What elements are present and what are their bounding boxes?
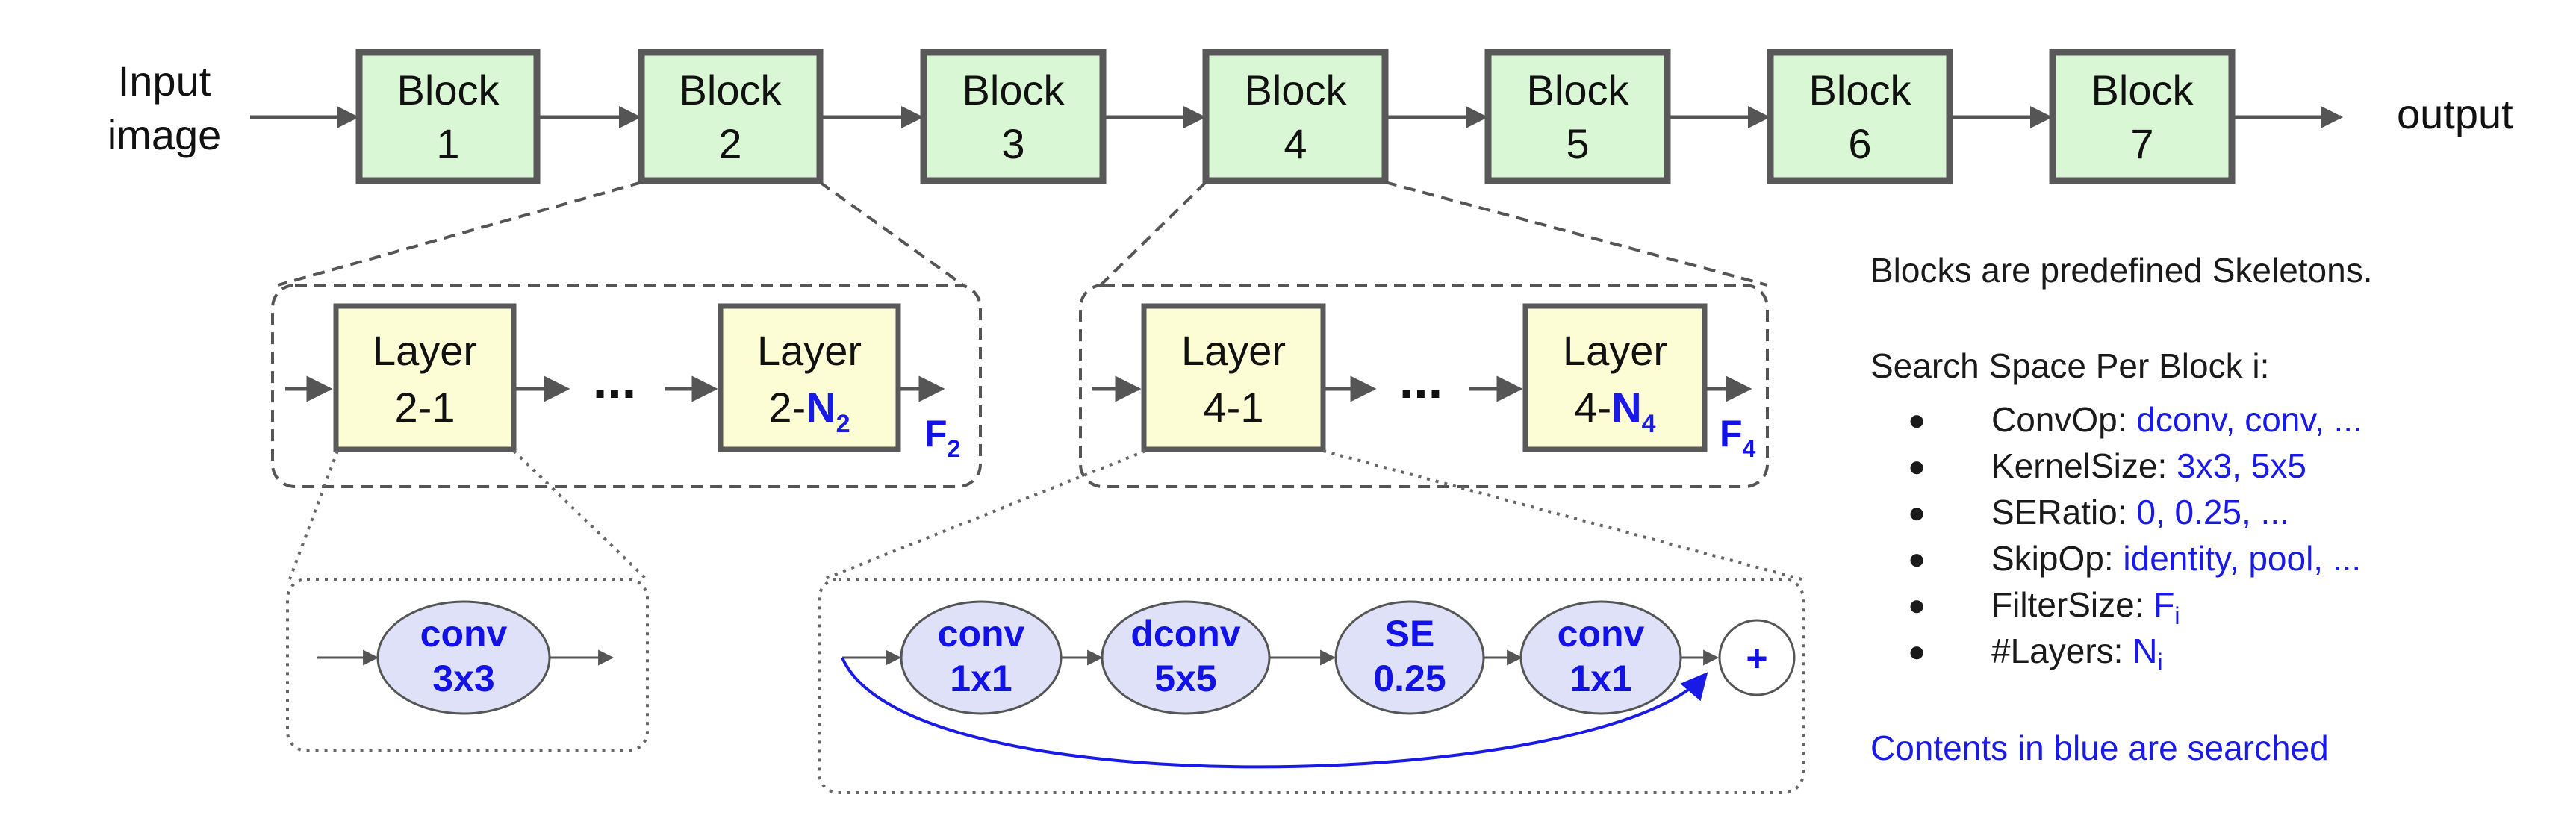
layer-4-1-title: Layer: [1181, 327, 1286, 374]
block-2-title: Block: [679, 66, 783, 113]
op-conv-1x1-project-line2: 1x1: [1569, 658, 1631, 699]
block4-filter-letter: F: [1720, 413, 1743, 455]
legend-item-convop-value: dconv, conv, ...: [2136, 400, 2362, 439]
block2-filter-letter: F: [924, 413, 948, 455]
bullet-icon: ●: [1908, 404, 1926, 437]
op-conv-1x1-project: conv 1x1: [1519, 600, 1682, 715]
op-conv-1x1-expand: conv 1x1: [900, 600, 1063, 715]
op-conv-1x1-expand-line2: 1x1: [950, 658, 1012, 699]
legend-item-convop-label: ConvOp:: [1991, 400, 2137, 439]
layer-2-1-title: Layer: [373, 327, 477, 374]
block-1: Block 1: [355, 49, 541, 184]
legend-item-layers-label: #Layers:: [1991, 631, 2133, 670]
block4-zoom-lines: [1099, 181, 1768, 287]
layer-4-1: Layer 4-1: [1141, 303, 1326, 452]
legend-item-seratio-value: 0, 0.25, ...: [2136, 493, 2289, 531]
block-1-number: 1: [436, 120, 459, 167]
bullet-icon: ●: [1908, 543, 1926, 576]
block4-ellipsis: ...: [1399, 351, 1443, 409]
block2-filter-size: F2: [924, 413, 960, 462]
block-3-title: Block: [962, 66, 1065, 113]
block-4: Block 4: [1202, 49, 1389, 184]
block-2-number: 2: [718, 120, 741, 167]
layer-2-N-title: Layer: [757, 327, 862, 374]
bullet-icon: ●: [1908, 496, 1926, 529]
op-conv-1x1-project-line1: conv: [1558, 613, 1645, 655]
block-5-number: 5: [1566, 120, 1589, 167]
layer-2-N-count: N: [806, 384, 836, 431]
bullet-icon: ●: [1908, 589, 1926, 622]
op-se-0.25: SE 0.25: [1334, 600, 1485, 715]
block-2: Block 2: [638, 49, 824, 184]
bullet-icon: ●: [1908, 635, 1926, 668]
block2-ellipsis: ...: [593, 351, 636, 409]
layer-4-N-index: 4-N4: [1574, 384, 1655, 438]
op-conv-3x3: conv 3x3: [376, 600, 551, 715]
block-4-title: Block: [1245, 66, 1348, 113]
layer-2-N-prefix: 2-: [768, 384, 806, 431]
layer-4-N-count-sub: 4: [1642, 410, 1656, 438]
op-conv-3x3-line2: 3x3: [432, 658, 494, 699]
op-se-line1: SE: [1385, 613, 1435, 655]
layer-4-N-count: N: [1611, 384, 1641, 431]
legend-search-space-title: Search Space Per Block i:: [1870, 346, 2270, 385]
block-6-title: Block: [1809, 66, 1912, 113]
add-symbol: +: [1746, 637, 1767, 679]
op-dconv-5x5-line2: 5x5: [1154, 658, 1216, 699]
layer-2-N-index: 2-N2: [768, 384, 850, 438]
block-4-number: 4: [1284, 120, 1307, 167]
layer2-op-frame: [286, 578, 649, 752]
block4-filter-size: F4: [1720, 413, 1756, 462]
layer-4-N: Layer 4-N4: [1522, 303, 1708, 452]
layer-2-N: Layer 2-N2: [718, 303, 901, 452]
block-5: Block 5: [1484, 49, 1671, 184]
block-7: Block 7: [2049, 49, 2236, 184]
block-6-number: 6: [1848, 120, 1871, 167]
input-label-line2: image: [108, 111, 222, 158]
block-1-title: Block: [397, 66, 500, 113]
block-3: Block 3: [920, 49, 1107, 184]
block2-zoom-lines: [277, 181, 965, 287]
op-conv-3x3-line1: conv: [420, 613, 508, 655]
legend-footer-note: Contents in blue are searched: [1870, 729, 2329, 767]
add-node: +: [1718, 619, 1796, 696]
op-dconv-5x5: dconv 5x5: [1101, 600, 1271, 715]
legend-skeleton-note: Blocks are predefined Skeletons.: [1870, 251, 2373, 290]
block4-expansion-frame: [1079, 284, 1769, 488]
legend-item-skipop-label: SkipOp:: [1991, 539, 2124, 578]
legend-item-filtersize-sub: i: [2174, 602, 2180, 630]
legend-item-skipop-value: identity, pool, ...: [2123, 539, 2362, 578]
block-6: Block 6: [1767, 49, 1953, 184]
op-dconv-5x5-line1: dconv: [1130, 613, 1240, 655]
layer-2-N-count-sub: 2: [836, 410, 850, 438]
legend-item-seratio-label: SERatio:: [1991, 493, 2137, 531]
layer-4-N-title: Layer: [1563, 327, 1667, 374]
layer2-zoom-lines: [288, 449, 648, 581]
input-label-line1: Input: [118, 57, 211, 105]
legend-item-layers-sub: i: [2157, 649, 2163, 676]
layer4-zoom-lines: [823, 449, 1802, 581]
op-se-line2: 0.25: [1373, 658, 1446, 699]
block-7-title: Block: [2091, 66, 2194, 113]
layer-2-1: Layer 2-1: [333, 303, 517, 452]
legend-item-kernelsize-label: KernelSize:: [1991, 446, 2177, 485]
layer-4-N-prefix: 4-: [1574, 384, 1611, 431]
skip-connection: [841, 657, 1708, 769]
legend-item-kernelsize-value: 3x3, 5x5: [2177, 446, 2306, 485]
block-7-number: 7: [2130, 120, 2153, 167]
legend-item-filtersize-value: F: [2153, 585, 2175, 624]
block2-expansion-frame: [271, 284, 982, 488]
bullet-icon: ●: [1908, 450, 1926, 483]
block2-filter-sub: 2: [948, 435, 961, 462]
layer-4-1-index: 4-1: [1204, 384, 1264, 431]
op-conv-1x1-expand-line1: conv: [938, 613, 1025, 655]
block-3-number: 3: [1001, 120, 1024, 167]
output-label: output: [2397, 90, 2513, 137]
legend-item-filtersize-label: FilterSize:: [1991, 585, 2154, 624]
legend-item-layers-value: N: [2132, 631, 2158, 670]
block4-filter-sub: 4: [1743, 435, 1756, 462]
layer-2-1-index: 2-1: [395, 384, 455, 431]
block-5-title: Block: [1527, 66, 1630, 113]
